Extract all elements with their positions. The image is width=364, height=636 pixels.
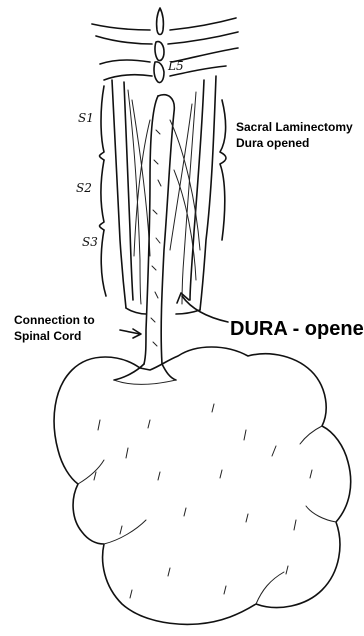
l5-vertebra — [92, 18, 238, 80]
dura-opened-large-label: DURA - opened — [230, 318, 364, 340]
pointer-arrows — [120, 293, 228, 338]
sacral-canal — [112, 76, 216, 314]
connection-label-line1: Connection to — [14, 313, 95, 327]
connection-label-line2: Spinal Cord — [14, 329, 81, 343]
right-bracket — [220, 100, 226, 240]
vertebral-column-top — [154, 8, 164, 83]
dura-opened-small-label: Dura opened — [236, 136, 309, 150]
level-label-s1: S1 — [78, 111, 94, 125]
level-label-s2: S2 — [76, 181, 92, 195]
level-label-l5: L5 — [167, 59, 184, 73]
sacral-mass — [54, 347, 351, 624]
level-label-s3: S3 — [82, 235, 98, 249]
level-brackets — [100, 86, 107, 296]
spinal-cord — [134, 95, 200, 364]
sacral-laminectomy-label: Sacral Laminectomy — [236, 120, 353, 134]
